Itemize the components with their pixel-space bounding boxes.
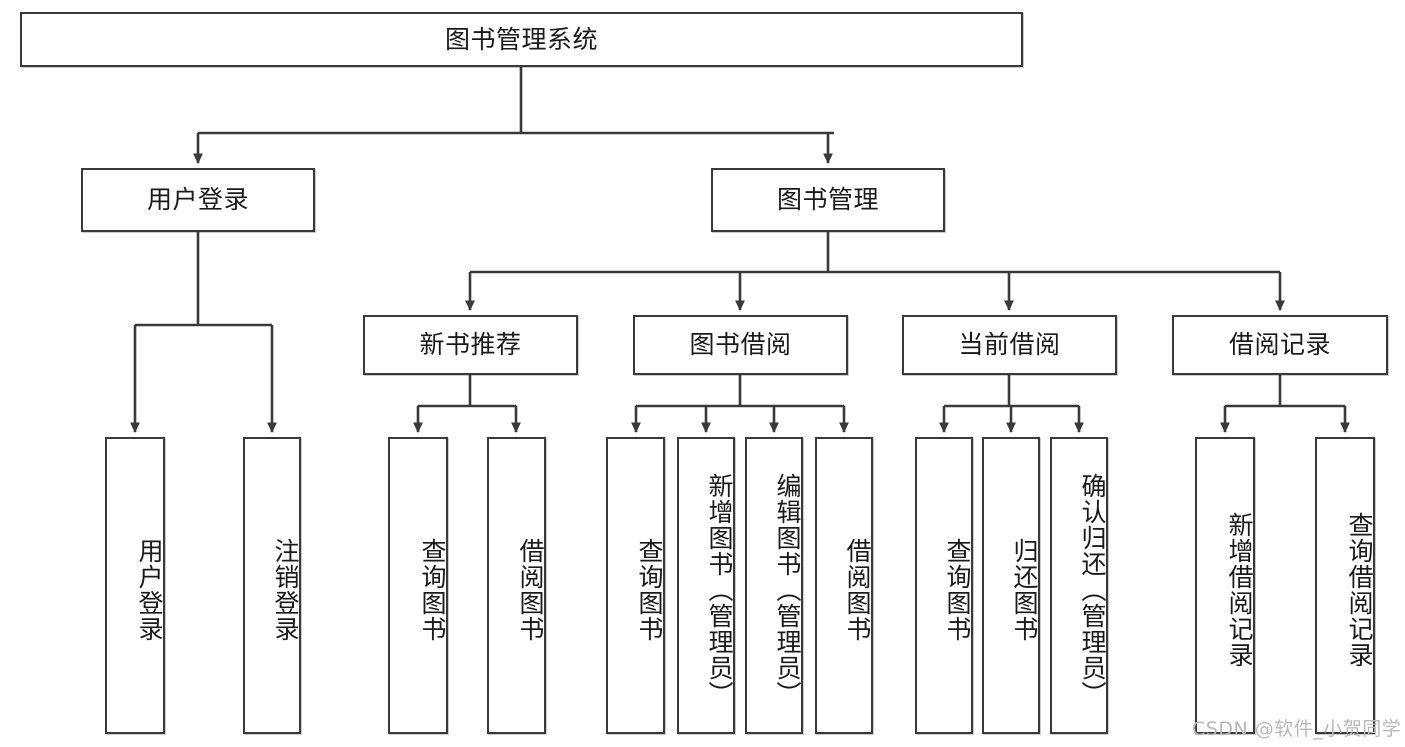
node-book-borrow[interactable]: 图书借阅: [633, 315, 848, 375]
leaf-borrow-book[interactable]: 借阅图书: [815, 437, 873, 734]
leaf-query-book-current[interactable]: 查询图书: [915, 437, 973, 734]
node-new-book-recommend[interactable]: 新书推荐: [363, 315, 578, 375]
node-root-system[interactable]: 图书管理系统: [20, 12, 1023, 67]
leaf-query-borrow-record[interactable]: 查询借阅记录: [1315, 437, 1375, 734]
node-book-manage[interactable]: 图书管理: [711, 168, 945, 232]
leaf-query-book-borrow[interactable]: 查询图书: [606, 437, 665, 734]
leaf-user-login[interactable]: 用户登录: [105, 437, 165, 734]
leaf-borrow-book-recommend[interactable]: 借阅图书: [487, 437, 546, 734]
leaf-add-book-admin[interactable]: 新增图书（管理员）: [677, 437, 735, 734]
leaf-query-book-recommend[interactable]: 查询图书: [388, 437, 448, 734]
node-user-login[interactable]: 用户登录: [81, 168, 315, 232]
leaf-add-borrow-record[interactable]: 新增借阅记录: [1195, 437, 1255, 734]
node-borrow-record[interactable]: 借阅记录: [1172, 315, 1388, 375]
leaf-return-book[interactable]: 归还图书: [982, 437, 1040, 734]
csdn-watermark: CSDN @软件_小贺同学: [1192, 718, 1402, 740]
leaf-confirm-return-admin[interactable]: 确认归还（管理员）: [1050, 437, 1108, 734]
leaf-edit-book-admin[interactable]: 编辑图书（管理员）: [745, 437, 803, 734]
leaf-user-logout[interactable]: 注销登录: [243, 437, 301, 734]
node-current-borrow[interactable]: 当前借阅: [902, 315, 1117, 375]
